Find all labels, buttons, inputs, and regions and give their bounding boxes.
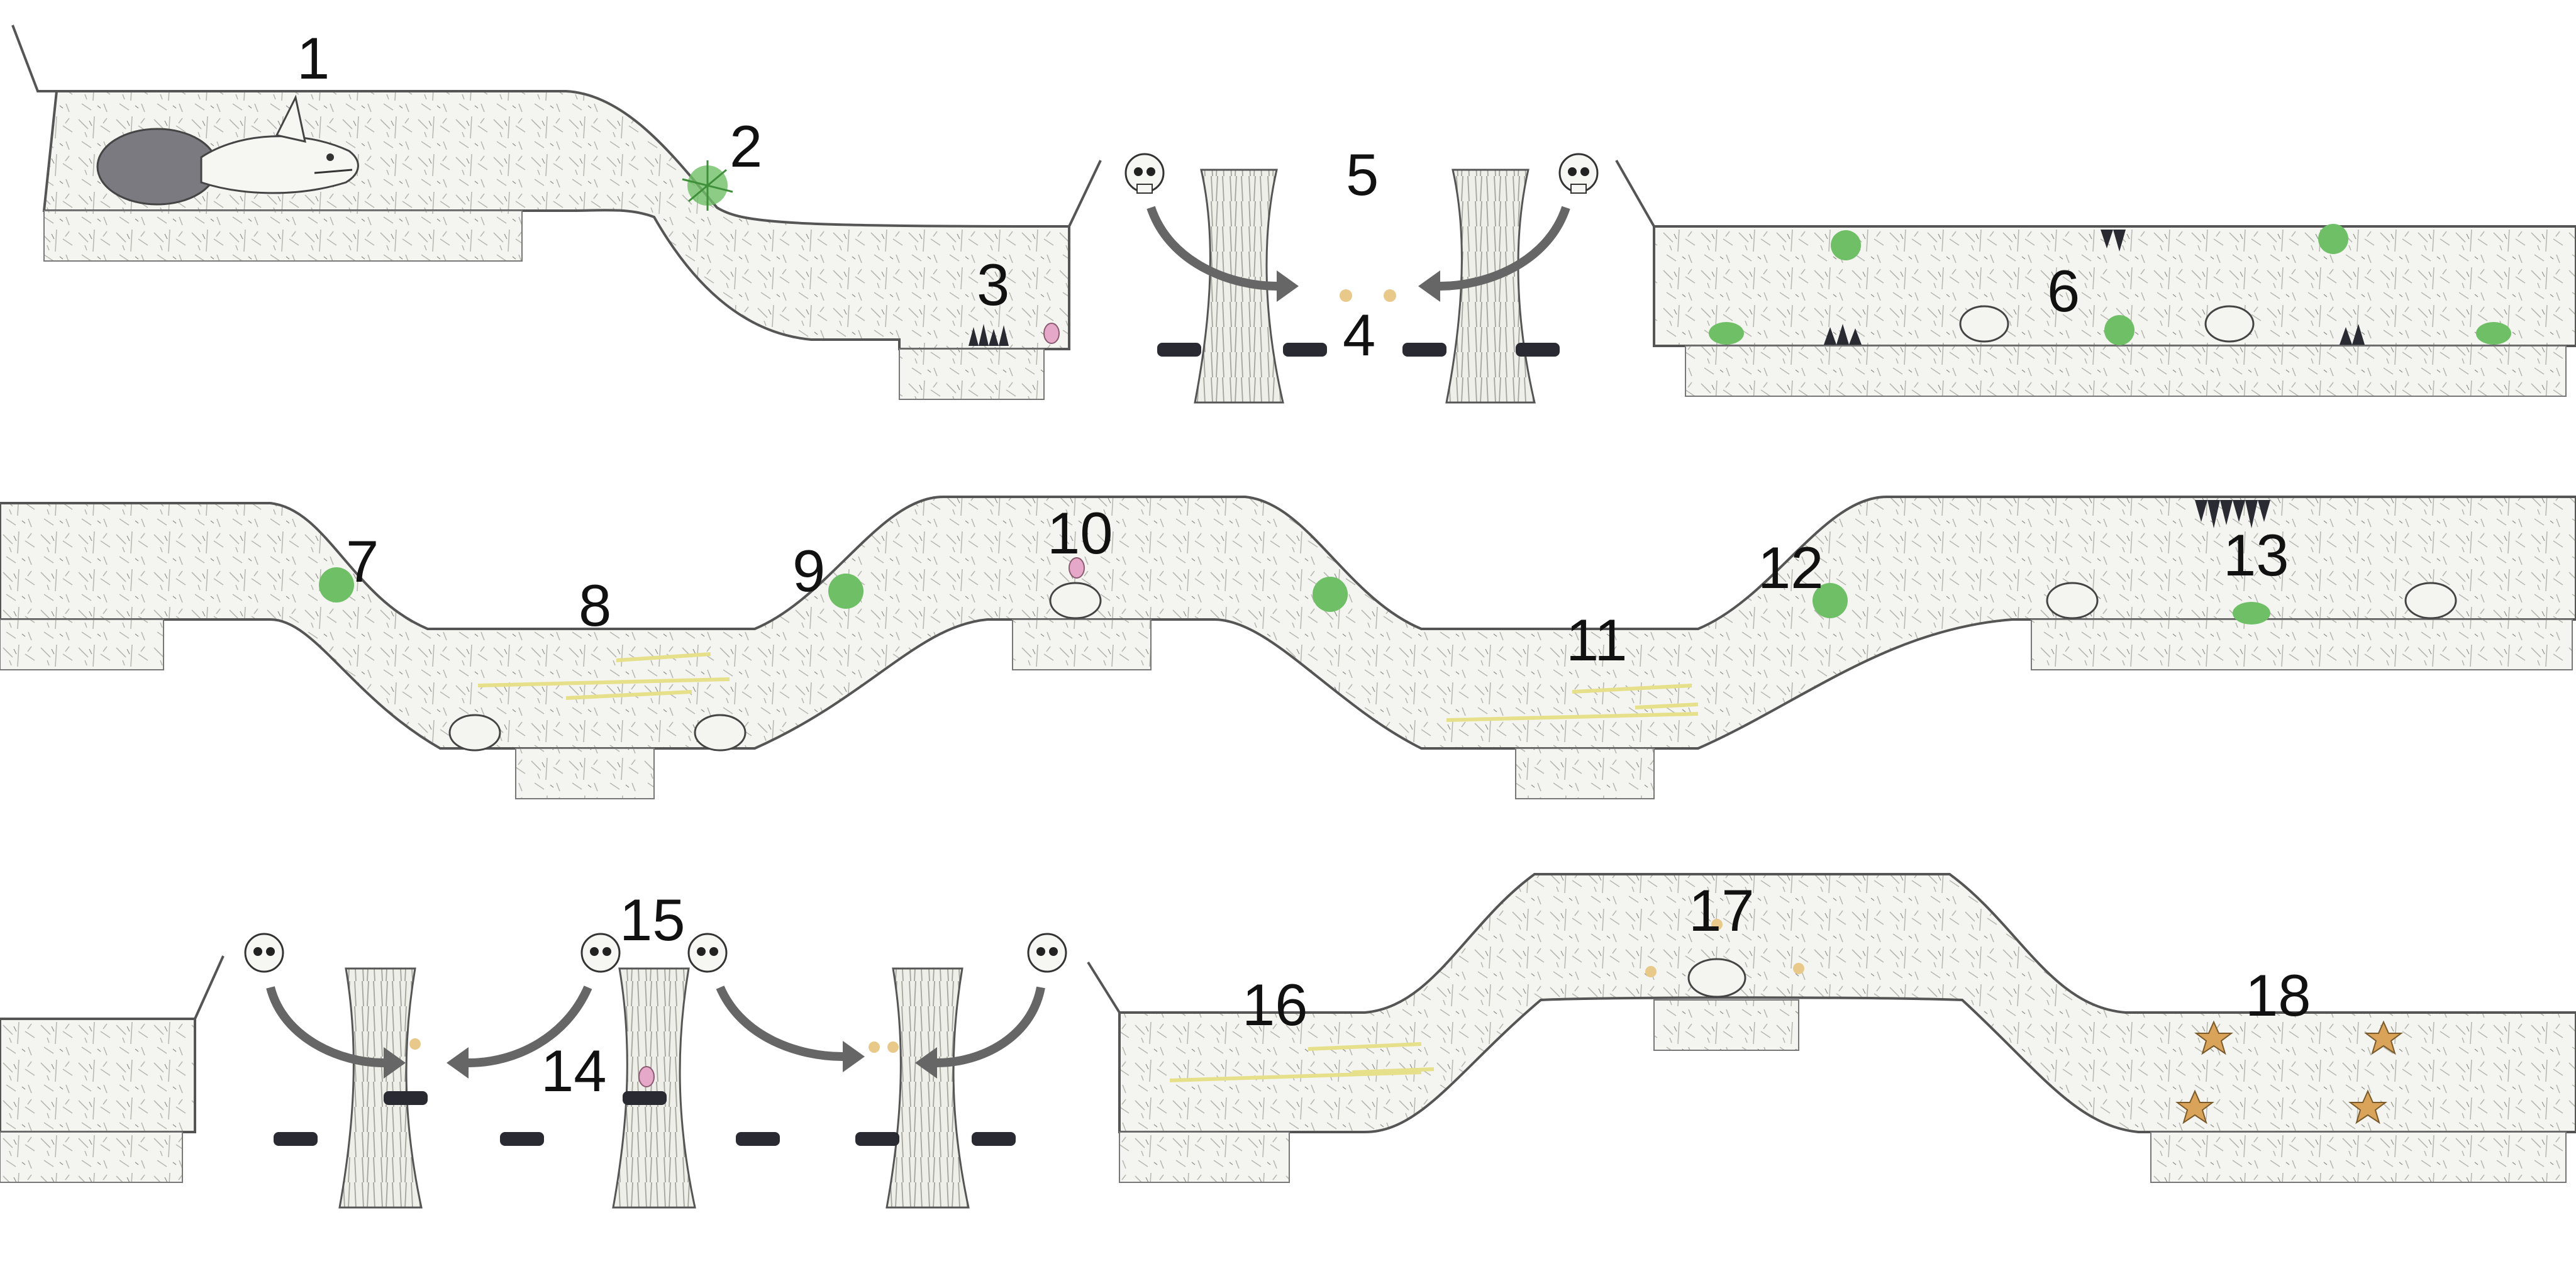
spike-platform [1157, 343, 1560, 357]
arrow-head [384, 1041, 937, 1079]
rock-floor-chunk [0, 619, 164, 670]
skull-icon [580, 933, 621, 973]
critter [409, 1038, 899, 1053]
rock-floor-chunk [43, 210, 523, 262]
fish-boss-icon [96, 94, 359, 206]
thorn-vines [1169, 1042, 1435, 1082]
row-1 [11, 25, 2576, 404]
label-16: 16 [1242, 972, 1308, 1038]
plant-icon [1831, 224, 2348, 345]
label-2: 2 [730, 113, 762, 179]
map-labels: 1 2 3 4 5 6 7 8 9 10 11 12 13 14 15 16 1… [297, 25, 2311, 1104]
curved-arrow-icon [1440, 206, 1570, 291]
plant-icon [319, 567, 1848, 618]
row-3 [0, 873, 2576, 1209]
egg-icon [638, 1066, 655, 1087]
rock-corridor-3a [0, 1018, 196, 1133]
thorn-vines [477, 652, 1699, 722]
arrow-head [1277, 270, 1299, 302]
arrow-head [1418, 270, 1440, 302]
label-15: 15 [619, 887, 686, 953]
egg-icon [1043, 323, 1060, 344]
star-creature-icon [2175, 1020, 2403, 1124]
label-4: 4 [1343, 302, 1375, 368]
slug-icon [1709, 322, 2511, 345]
label-7: 7 [346, 528, 379, 594]
rock-floor-chunk [1515, 748, 1655, 799]
label-10: 10 [1047, 500, 1113, 566]
plant-icon [682, 160, 733, 211]
rock-floor-chunk [1119, 1131, 1290, 1183]
ledge-line [11, 25, 57, 92]
rock-floor-chunk [2031, 619, 2573, 670]
curved-arrow-icon [266, 986, 384, 1067]
rock-corridor-3b [1118, 873, 2576, 1133]
tree-trunk [1445, 169, 1536, 404]
skull-icon [1558, 153, 1599, 194]
skull-icon [1027, 933, 1067, 973]
spike-platform [274, 1091, 1016, 1146]
curved-arrow-icon [468, 985, 592, 1067]
label-17: 17 [1689, 877, 1755, 943]
rock-floor-chunk [1653, 999, 1799, 1051]
tree-trunk [338, 967, 970, 1209]
spike-cluster-icon [969, 324, 1009, 346]
spike-cluster-icon [2195, 500, 2270, 528]
boulder-icon [1687, 958, 1746, 998]
skull-icon [244, 933, 284, 973]
label-9: 9 [792, 538, 825, 604]
slug-icon [2233, 602, 2270, 625]
ledge-line [1068, 160, 1102, 227]
curved-arrow-icon [1146, 206, 1277, 291]
curved-arrow-icon [716, 985, 843, 1061]
label-18: 18 [2245, 962, 2311, 1028]
label-5: 5 [1346, 142, 1379, 208]
label-13: 13 [2223, 522, 2289, 588]
rock-floor-chunk [0, 1131, 183, 1183]
skull-icon [1124, 153, 1165, 194]
rock-floor-chunk [1685, 345, 2567, 397]
label-11: 11 [1566, 607, 1628, 673]
label-12: 12 [1758, 535, 1824, 601]
critter [1645, 919, 1804, 977]
skull-icon [687, 933, 728, 973]
ledge-line [194, 955, 225, 1019]
boulder-icon [1959, 305, 2255, 343]
boulder-icon [448, 582, 2457, 752]
rock-floor-chunk [2150, 1131, 2567, 1183]
label-1: 1 [297, 25, 330, 91]
rock-floor-chunk [899, 348, 1045, 400]
spike-cluster-icon [1824, 230, 2365, 345]
rock-floor-chunk [515, 748, 655, 799]
label-8: 8 [579, 572, 611, 638]
ledge-line [1087, 961, 1121, 1014]
curved-arrow-icon [936, 986, 1045, 1067]
rock-floor-chunk [1012, 619, 1152, 670]
row-2 [0, 496, 2576, 799]
egg-icon [1069, 557, 1085, 579]
label-14: 14 [541, 1038, 607, 1104]
rock-corridor-1b [1653, 225, 2576, 347]
label-3: 3 [977, 252, 1009, 318]
tree-trunk [1194, 169, 1284, 404]
rock-corridor-2 [0, 496, 2576, 750]
ledge-line [1615, 160, 1655, 227]
label-6: 6 [2047, 258, 2080, 324]
critter [1340, 289, 1396, 302]
